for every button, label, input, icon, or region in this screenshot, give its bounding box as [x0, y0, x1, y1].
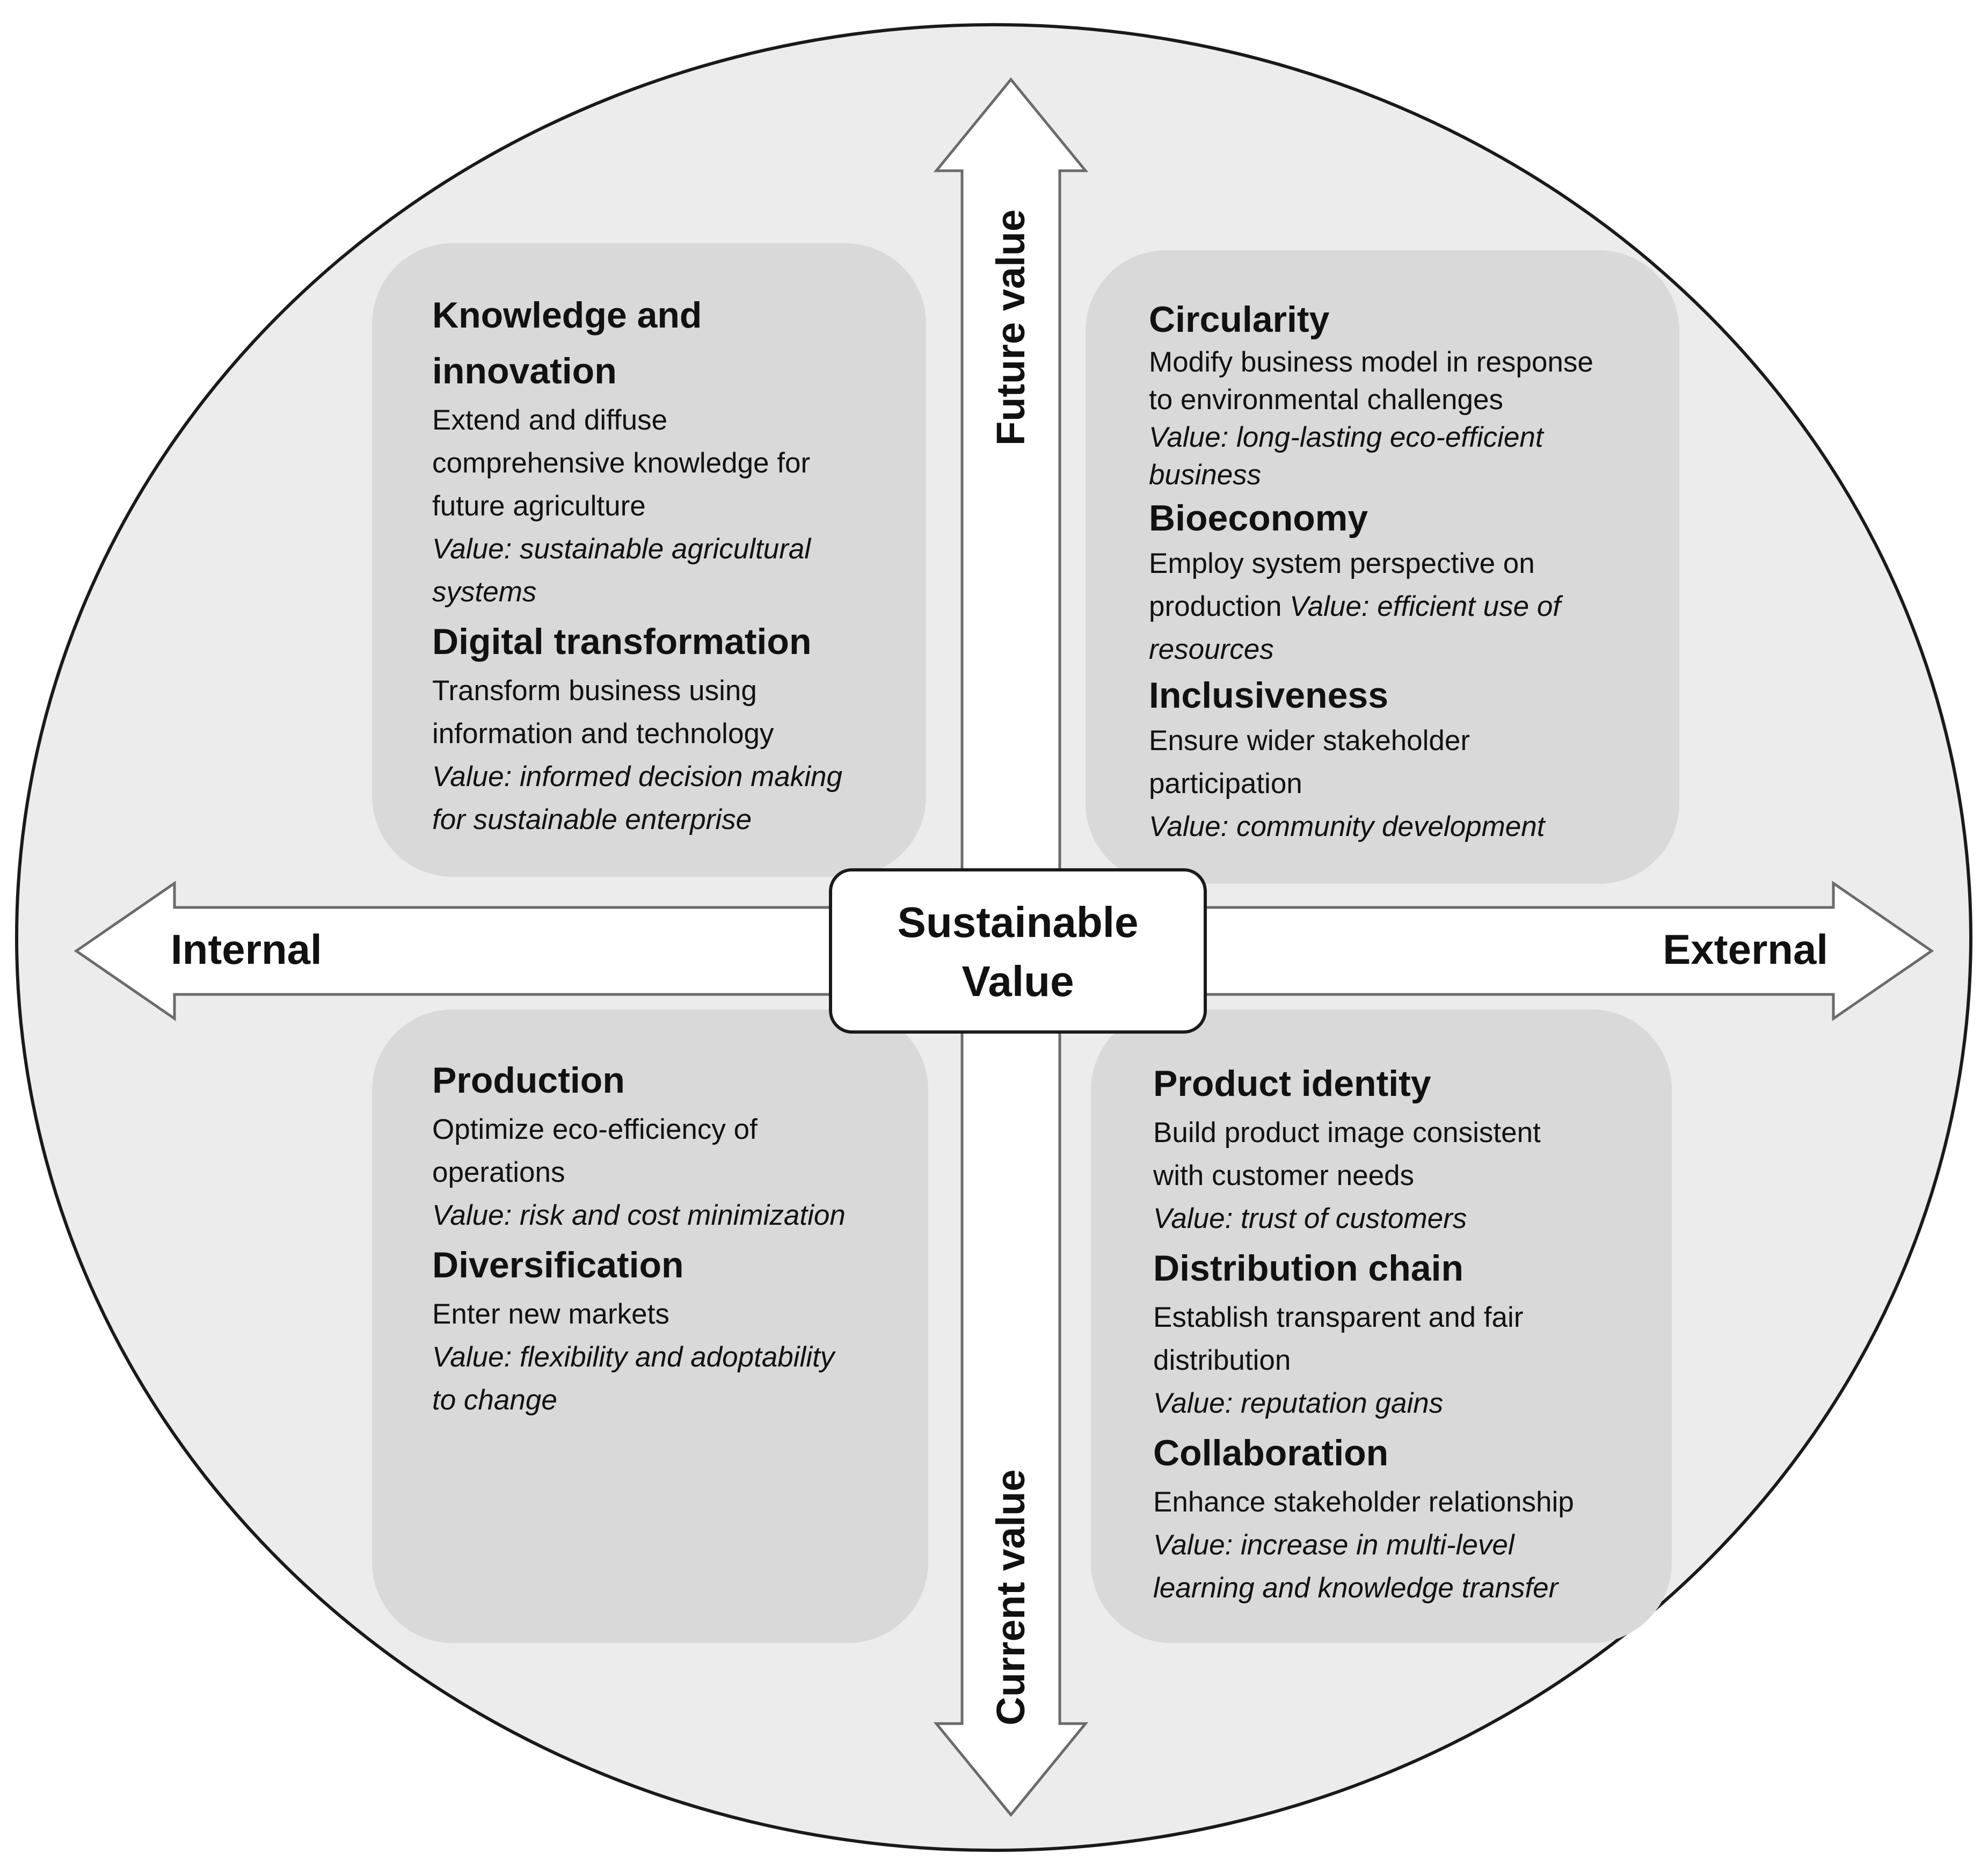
- topic-description: information and technology: [432, 718, 774, 750]
- box-bottom-right: [1091, 1009, 1672, 1643]
- topic-title: Inclusiveness: [1149, 675, 1389, 716]
- topic-title: Digital transformation: [432, 621, 812, 662]
- topic-description: future agriculture: [432, 490, 646, 522]
- topic-description: participation: [1149, 768, 1302, 800]
- topic-title: Product identity: [1153, 1063, 1431, 1104]
- quadrant-bottom-right: Product identity Build product image con…: [1153, 1056, 1679, 1646]
- topic-value: Value: long-lasting eco-efficient: [1149, 421, 1543, 453]
- center-label-line2: Value: [962, 957, 1074, 1005]
- center-box: [829, 868, 1207, 1034]
- topic-digital-transformation: Digital transformation Transform busines…: [432, 614, 937, 841]
- topic-description-plain: production: [1149, 591, 1290, 622]
- topic-description: Enter new markets: [432, 1298, 669, 1330]
- topic-value: Value: reputation gains: [1153, 1387, 1444, 1419]
- topic-value: Value: increase in multi-level: [1153, 1529, 1514, 1561]
- topic-value: learning and knowledge transfer: [1153, 1572, 1559, 1604]
- axis-label-future-value: Future value: [988, 209, 1033, 446]
- topic-value-inline: Value: efficient use of: [1290, 591, 1561, 622]
- topic-value: Value: risk and cost minimization: [432, 1200, 846, 1231]
- topic-value: Value: sustainable agricultural: [432, 533, 811, 565]
- topic-circularity: Circularity Modify business model in res…: [1149, 295, 1654, 494]
- topic-description: Build product image consistent: [1153, 1117, 1541, 1149]
- center-label-line1: Sustainable: [897, 898, 1138, 946]
- axis-label-external: External: [1663, 926, 1828, 973]
- topic-description: Modify business model in response: [1149, 346, 1593, 378]
- axis-label-internal: Internal: [171, 926, 322, 973]
- topic-title: Diversification: [432, 1245, 684, 1285]
- topic-description: to environmental challenges: [1149, 384, 1503, 416]
- topic-description: comprehensive knowledge for: [432, 447, 811, 479]
- topic-title: Production: [432, 1060, 625, 1101]
- topic-description: Transform business using: [432, 675, 757, 707]
- topic-diversification: Diversification Enter new markets Value:…: [432, 1237, 937, 1422]
- topic-collaboration: Collaboration Enhance stakeholder relati…: [1153, 1425, 1679, 1610]
- topic-description: Optimize eco-efficiency of: [432, 1114, 758, 1145]
- topic-description: Enhance stakeholder relationship: [1153, 1486, 1574, 1518]
- quadrant-top-right: Circularity Modify business model in res…: [1149, 295, 1654, 886]
- axis-label-current-value: Current value: [988, 1469, 1033, 1725]
- topic-knowledge-and-innovation: Knowledge and innovation Extend and diff…: [432, 287, 937, 614]
- topic-title: Knowledge and: [432, 295, 702, 336]
- topic-title: Collaboration: [1153, 1433, 1389, 1473]
- box-bottom-left: [372, 1009, 928, 1643]
- topic-description: Employ system perspective on: [1149, 548, 1535, 579]
- quadrant-top-left: Knowledge and innovation Extend and diff…: [432, 287, 937, 878]
- topic-value: Value: flexibility and adoptability: [432, 1341, 835, 1373]
- topic-description: operations: [432, 1157, 565, 1188]
- topic-inclusiveness: Inclusiveness Ensure wider stakeholder p…: [1149, 671, 1654, 848]
- topic-value: Value: community development: [1149, 811, 1545, 842]
- topic-value: to change: [432, 1384, 557, 1416]
- topic-value: Value: informed decision making: [432, 761, 842, 793]
- box-top-right: [1086, 250, 1679, 884]
- topic-value: for sustainable enterprise: [432, 804, 752, 835]
- topic-description: Ensure wider stakeholder: [1149, 725, 1470, 757]
- topic-description: with customer needs: [1153, 1160, 1415, 1191]
- topic-description-mixed: production Value: efficient use of: [1149, 585, 1654, 628]
- topic-description: Extend and diffuse: [432, 404, 668, 436]
- topic-value: business: [1149, 459, 1262, 491]
- topic-bioeconomy: Bioeconomy Employ system perspective on …: [1149, 494, 1654, 671]
- topic-production: Production Optimize eco-efficiency of op…: [432, 1052, 937, 1237]
- topic-value: systems: [432, 576, 537, 608]
- topic-product-identity: Product identity Build product image con…: [1153, 1056, 1679, 1240]
- topic-distribution-chain: Distribution chain Establish transparent…: [1153, 1240, 1679, 1425]
- topic-title: Bioeconomy: [1149, 498, 1368, 539]
- box-top-left: [372, 243, 926, 877]
- topic-description: Establish transparent and fair: [1153, 1302, 1524, 1333]
- topic-title: Distribution chain: [1153, 1248, 1463, 1289]
- quadrant-bottom-left: Production Optimize eco-efficiency of op…: [432, 1052, 937, 1643]
- topic-description: distribution: [1153, 1345, 1291, 1376]
- topic-title: innovation: [432, 351, 617, 391]
- topic-title: Circularity: [1149, 299, 1330, 340]
- topic-value: resources: [1149, 634, 1274, 665]
- topic-value: Value: trust of customers: [1153, 1203, 1467, 1234]
